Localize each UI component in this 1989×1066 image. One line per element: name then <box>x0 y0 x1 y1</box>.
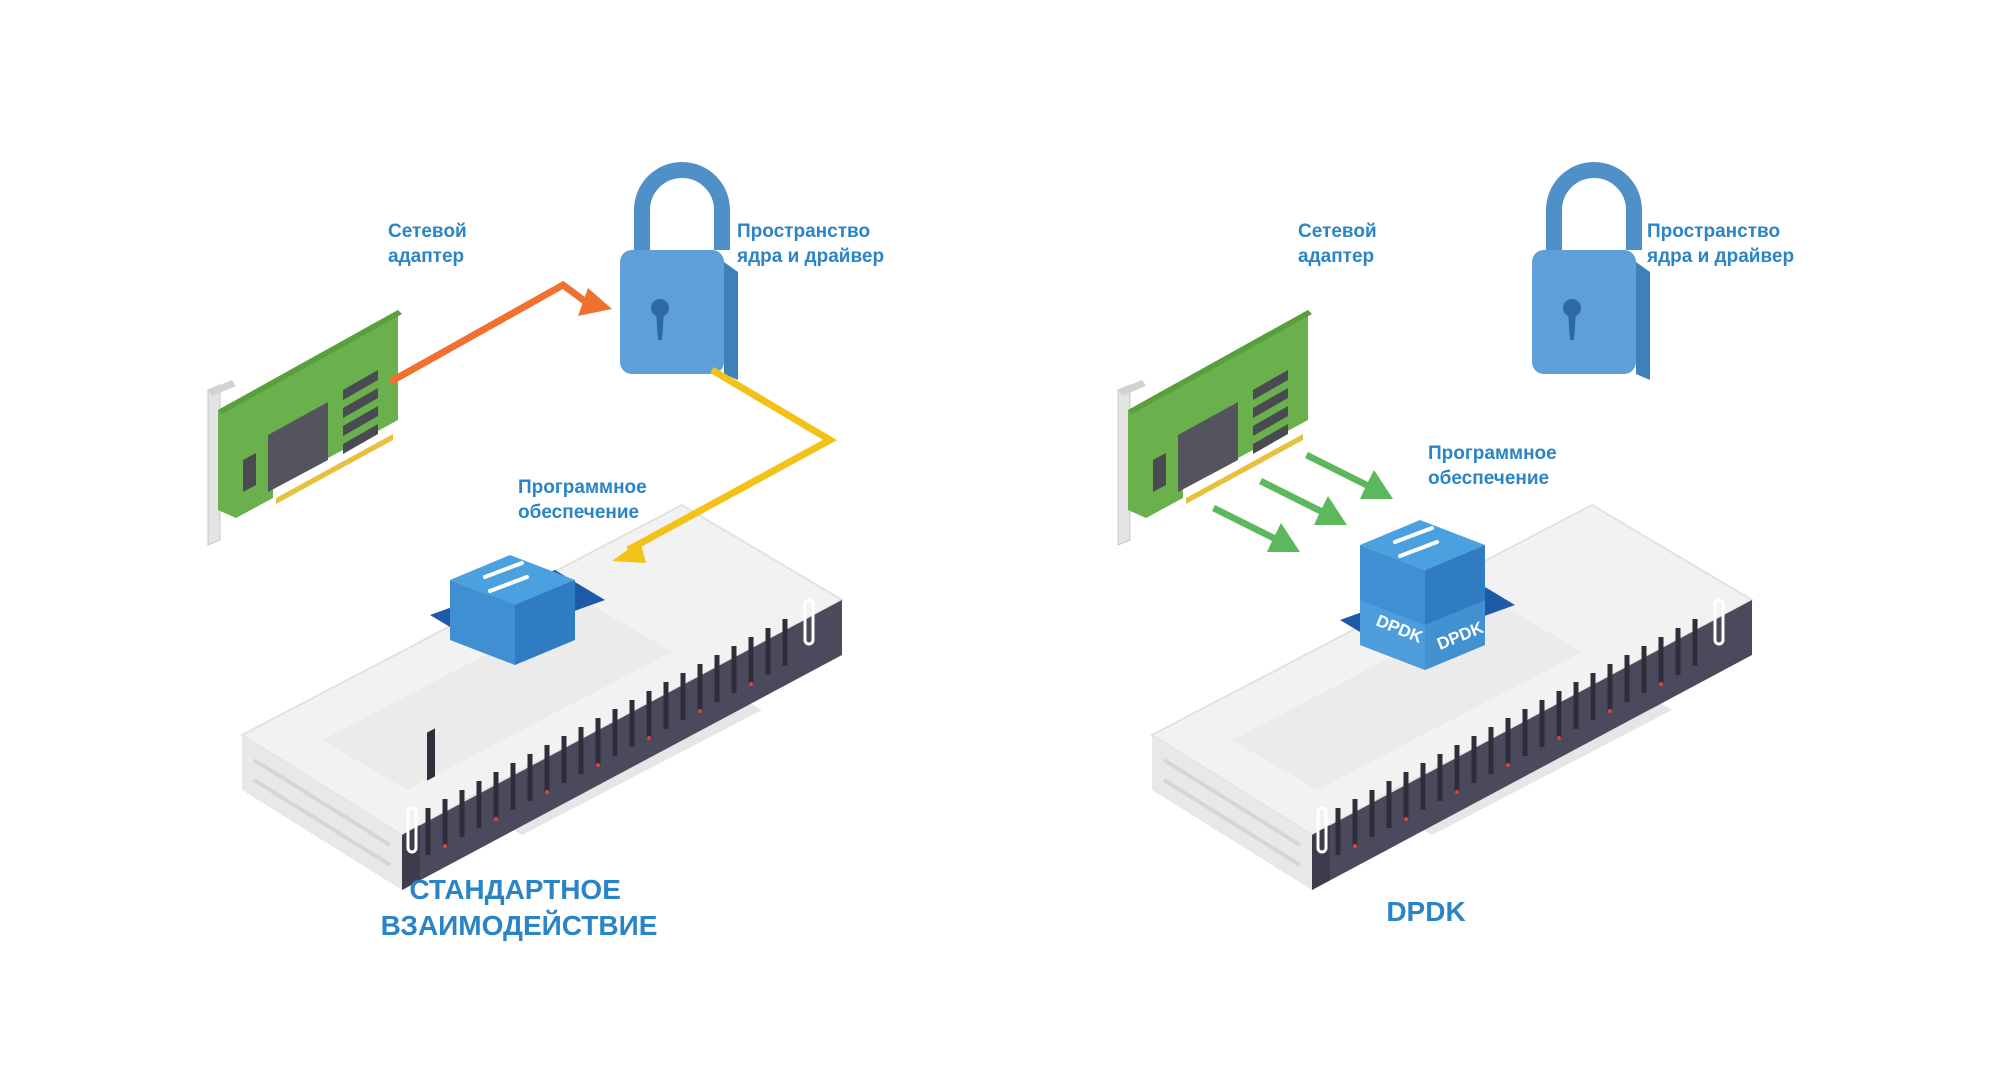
server-handle-left <box>1316 806 1328 854</box>
lock-icon <box>620 170 738 380</box>
right-nic-label: Сетевой адаптер <box>1298 221 1382 267</box>
server-drive-bays <box>1335 619 1698 855</box>
server-led-row <box>443 682 753 848</box>
server-handle-right <box>803 598 815 646</box>
dpdk-panel: DPDK DPDK Сетевой адаптер Пространство я… <box>1117 170 1794 927</box>
right-title: DPDK <box>1386 896 1465 927</box>
nic-to-kernel-arrowhead <box>578 288 612 316</box>
left-software-label: Программное обеспечение <box>518 477 652 523</box>
bypass-arrow <box>1259 478 1347 525</box>
nic-to-kernel-arrow <box>388 280 593 386</box>
bypass-arrow <box>1212 505 1300 552</box>
standard-panel: Сетевой адаптер Пространство ядра и драй… <box>207 170 884 941</box>
server-handle-left <box>406 806 418 854</box>
kernel-to-software-arrow <box>626 366 838 554</box>
network-card-icon <box>207 309 403 546</box>
server-handle-right <box>1713 598 1725 646</box>
server-drive-bays <box>425 619 788 855</box>
server-led-row <box>1353 682 1663 848</box>
bypass-arrow <box>1305 452 1393 499</box>
left-title: СТАНДАРТНОЕ ВЗАИМОДЕЙСТВИЕ <box>381 874 658 941</box>
left-nic-label: Сетевой адаптер <box>388 221 472 267</box>
kernel-path-arrows <box>388 280 838 563</box>
left-kernel-label: Пространство ядра и драйвер <box>736 221 884 267</box>
switch-cube-icon <box>1340 520 1515 670</box>
right-kernel-label: Пространство ядра и драйвер <box>1646 221 1794 267</box>
right-software-label: Программное обеспечение <box>1428 443 1562 489</box>
switch-cube-icon <box>430 555 605 665</box>
kernel-to-software-arrowhead <box>612 541 646 563</box>
server-icon <box>240 503 844 892</box>
dpdk-bypass-arrows <box>1212 452 1393 552</box>
lock-icon <box>1532 170 1650 380</box>
